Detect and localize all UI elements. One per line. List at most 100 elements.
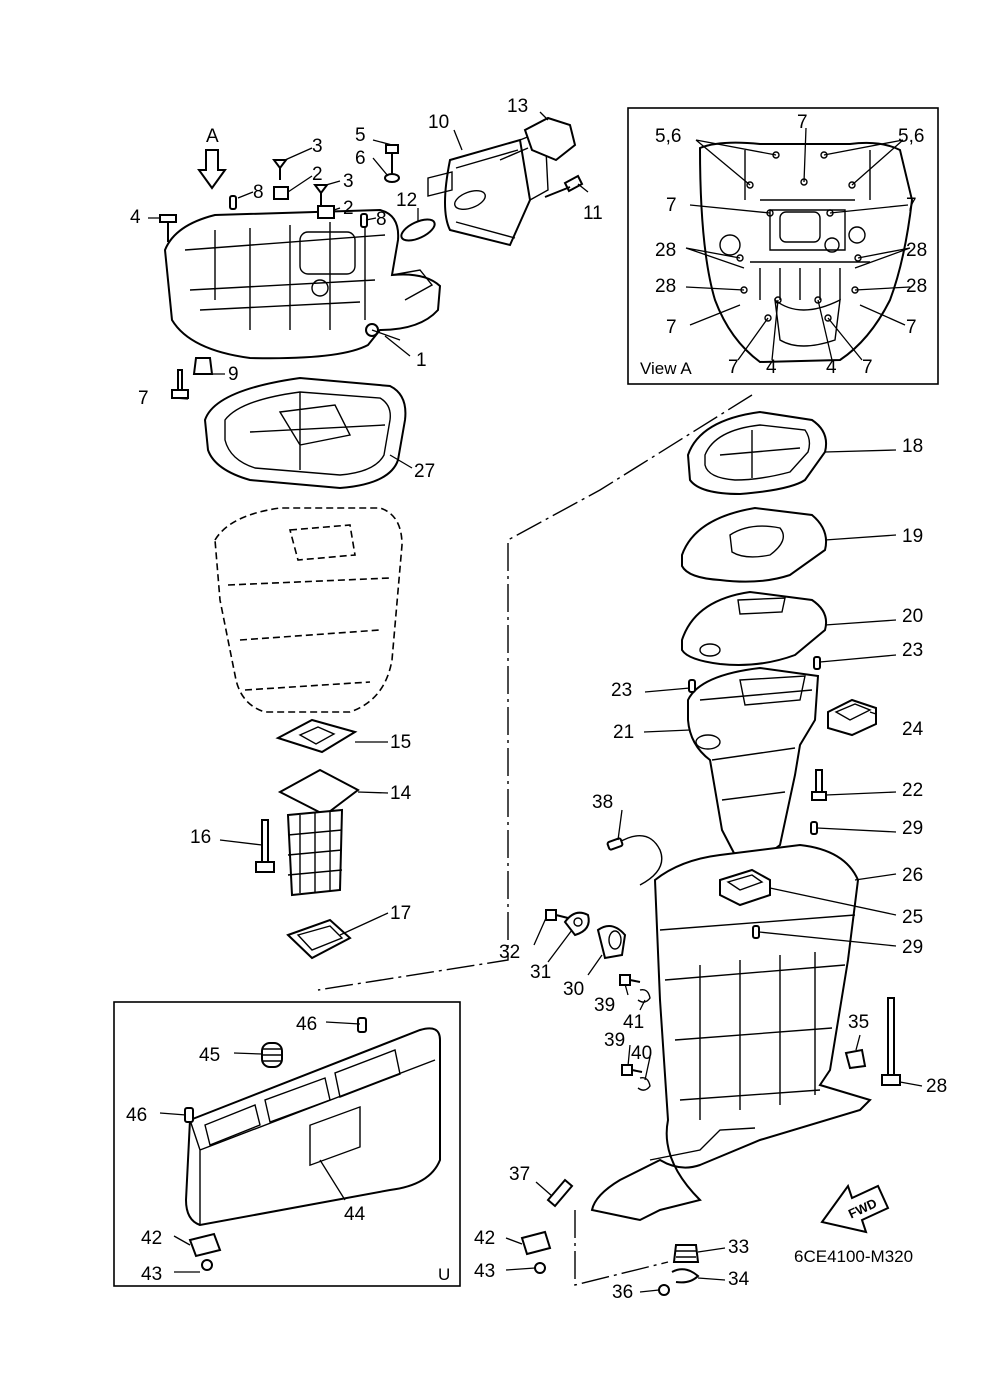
- callout-39: 39: [594, 995, 615, 1016]
- callout-15: 15: [390, 732, 411, 753]
- part-21: [687, 666, 820, 858]
- view-a-callout: 28: [655, 240, 676, 261]
- callout-31: 31: [530, 962, 551, 983]
- view-a-callout: 7: [906, 317, 917, 338]
- part-28: [881, 997, 901, 1086]
- part-4: [159, 214, 177, 242]
- part-6: [384, 173, 400, 183]
- callout-29: 29: [902, 818, 923, 839]
- part-17: [286, 918, 352, 960]
- callout-30: 30: [563, 979, 584, 1000]
- part-43: [534, 1262, 546, 1274]
- part-2: [273, 186, 289, 200]
- view-a-arrow-icon: [197, 149, 227, 190]
- alignment-line: [574, 1210, 669, 1286]
- part-35: [844, 1048, 867, 1070]
- callout-33: 33: [728, 1237, 749, 1258]
- callout-16: 16: [190, 827, 211, 848]
- callout-5: 5: [355, 125, 366, 146]
- fwd-arrow-icon: [820, 1183, 890, 1234]
- callout-3: 3: [312, 136, 323, 157]
- part-8: [360, 213, 368, 228]
- part-7: [171, 369, 189, 399]
- callout-44: 44: [344, 1204, 366, 1225]
- callout-23: 23: [902, 640, 923, 661]
- callout-29: 29: [902, 937, 923, 958]
- callout-35: 35: [848, 1012, 869, 1033]
- part-40: [637, 1076, 651, 1091]
- gasket-27-group: 27: [203, 376, 435, 490]
- callout-1: 1: [416, 350, 427, 371]
- part-14: [277, 768, 360, 817]
- callout-17: 17: [390, 903, 411, 924]
- callout-40: 40: [631, 1043, 652, 1064]
- callout-9: 9: [228, 364, 239, 385]
- part-23: [813, 656, 821, 670]
- part-44: [184, 1027, 441, 1227]
- part-24: [827, 698, 877, 737]
- part-27: [203, 376, 407, 490]
- callout-43: 43: [141, 1264, 162, 1285]
- part-31: [563, 911, 590, 937]
- callout-8: 8: [376, 209, 387, 230]
- view-a-title: View A: [640, 359, 692, 378]
- part-46: [184, 1107, 194, 1123]
- callout-22: 22: [902, 780, 923, 801]
- callout-14: 14: [390, 783, 412, 804]
- part-13: [523, 116, 577, 162]
- callout-32: 32: [499, 942, 520, 963]
- part-12: [400, 218, 436, 242]
- part-41: [637, 988, 651, 1003]
- part-37: [546, 1178, 574, 1208]
- view-a-callout: 7: [906, 195, 917, 216]
- part-33: [672, 1244, 700, 1263]
- part-9: [192, 357, 214, 375]
- callout-46: 46: [126, 1105, 147, 1126]
- callout-34: 34: [728, 1269, 750, 1290]
- part-15: [275, 718, 358, 754]
- callout-26: 26: [902, 865, 923, 886]
- part-42: [520, 1230, 552, 1256]
- part-23: [688, 679, 696, 693]
- oil-strainer-group: 15 14 16 17: [190, 718, 412, 960]
- part-16: [255, 819, 275, 873]
- callout-11: 11: [583, 203, 603, 224]
- callout-4: 4: [130, 207, 141, 228]
- part-29: [810, 821, 818, 835]
- part-18: [686, 410, 828, 496]
- part-22: [811, 769, 827, 801]
- view-a-callout: 28: [655, 276, 676, 297]
- phantom-oil-pan: [214, 507, 403, 713]
- callout-13: 13: [507, 96, 528, 117]
- part-38: [611, 835, 663, 886]
- callout-7: 7: [138, 388, 149, 409]
- callout-46: 46: [296, 1014, 317, 1035]
- callout-42: 42: [474, 1228, 495, 1249]
- part-32: [545, 909, 569, 921]
- view-a-callout: 7: [728, 357, 739, 378]
- arrow-a-label: A: [206, 126, 219, 147]
- callout-2: 2: [343, 198, 354, 219]
- view-a-callout: 5,6: [898, 126, 924, 147]
- callout-25: 25: [902, 907, 923, 928]
- view-a-inset: 5,6 5,6 7 7 7 28 28 28 28 7 7 7 4 4 7 Vi…: [627, 107, 939, 385]
- callout-10: 10: [428, 112, 449, 133]
- callout-36: 36: [612, 1282, 633, 1303]
- part-29: [752, 925, 760, 939]
- callout-20: 20: [902, 606, 923, 627]
- callout-42: 42: [141, 1228, 162, 1249]
- callout-41: 41: [623, 1012, 644, 1033]
- part-46: [357, 1017, 367, 1033]
- upper-case-26-group: 29 26 25 29 28 35: [590, 818, 947, 1222]
- view-a-callout: 28: [906, 276, 927, 297]
- part-11: [544, 174, 584, 198]
- part-36: [658, 1284, 670, 1296]
- callout-27: 27: [414, 461, 435, 482]
- part-10: [444, 138, 532, 247]
- part-43: [201, 1259, 213, 1271]
- view-a-callout: 4: [826, 357, 837, 378]
- callout-45: 45: [199, 1045, 220, 1066]
- callout-21: 21: [613, 722, 634, 743]
- callout-12: 12: [396, 190, 417, 211]
